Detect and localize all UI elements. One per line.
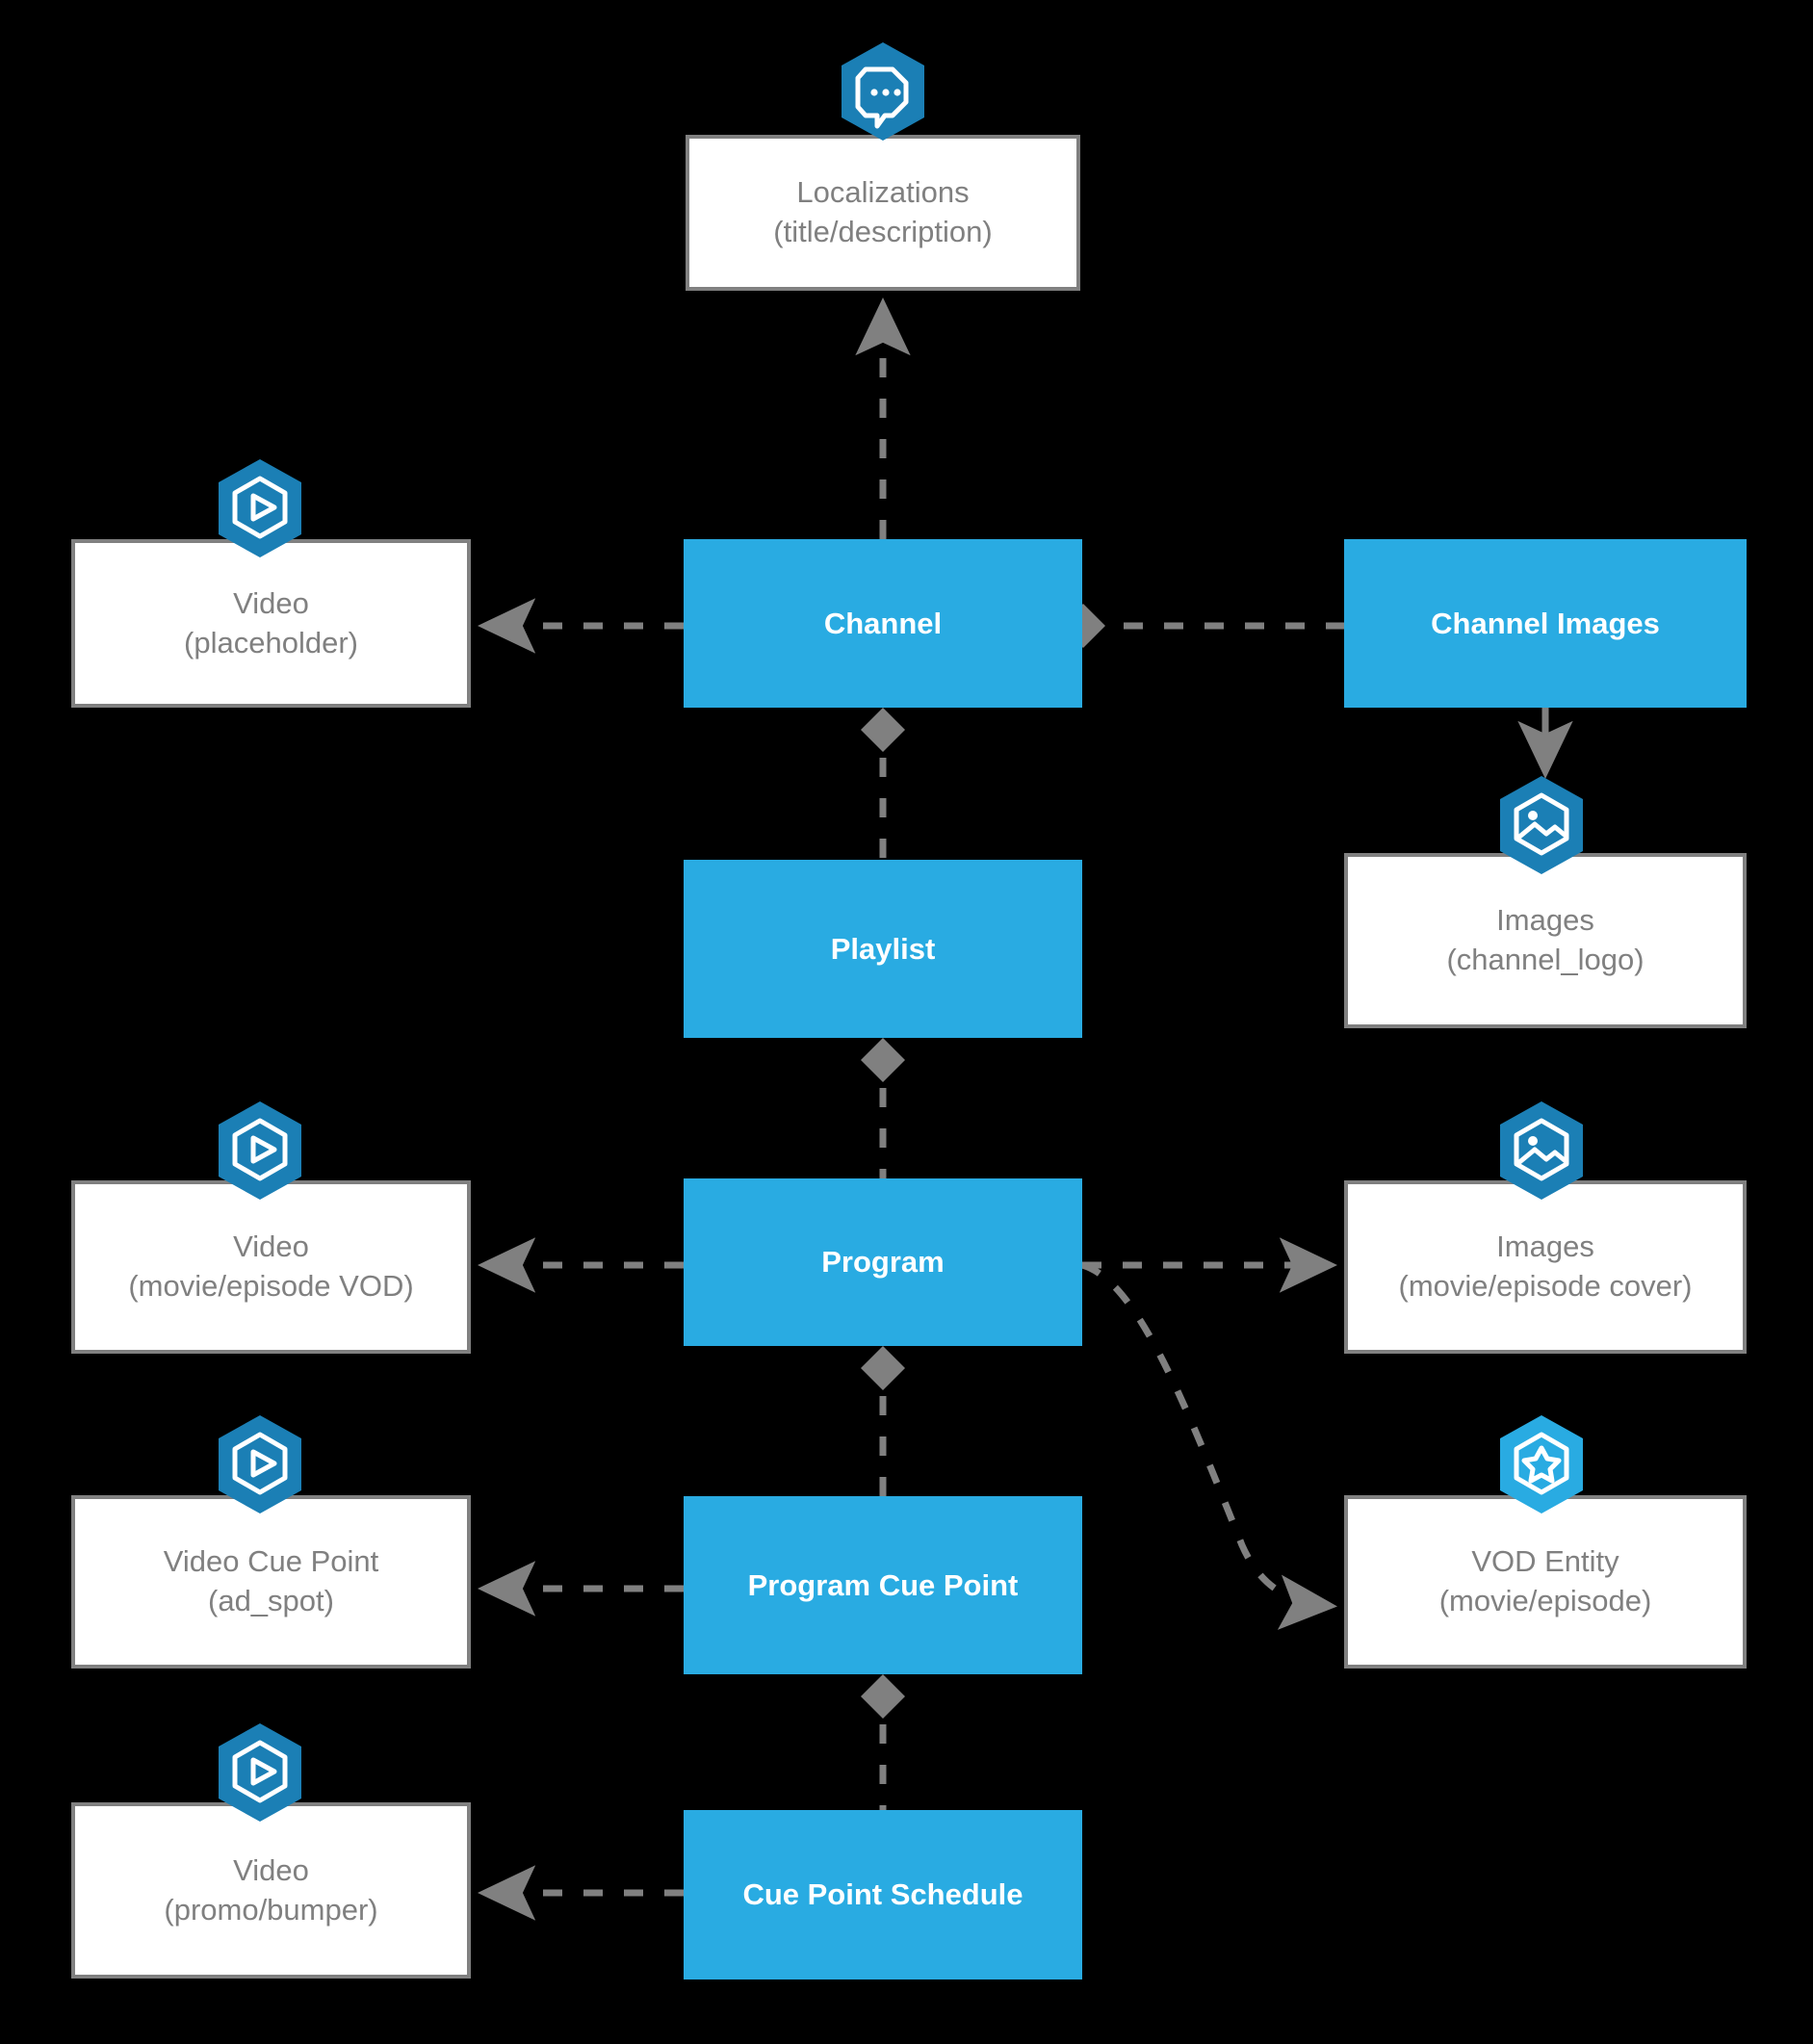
node-video-cue-point-ad-spot[interactable]: Video Cue Point (ad_spot) <box>71 1495 471 1669</box>
star-badge-icon <box>1495 1413 1588 1515</box>
node-label: Program <box>821 1245 945 1279</box>
node-vod-entity[interactable]: VOD Entity (movie/episode) <box>1344 1495 1747 1669</box>
node-label: Video Cue Point (ad_spot) <box>163 1544 379 1617</box>
node-label: Video (placeholder) <box>184 585 358 660</box>
node-label: Channel <box>823 606 943 640</box>
node-video-movie-episode-vod[interactable]: Video (movie/episode VOD) <box>71 1180 471 1354</box>
node-label: Video (promo/bumper) <box>164 1852 378 1927</box>
node-program-cue-point[interactable]: Program Cue Point <box>684 1496 1082 1674</box>
composition-diamond <box>861 1038 905 1082</box>
node-images-channel-logo[interactable]: Images (channel_logo) <box>1344 853 1747 1028</box>
edge-program-cue-point-to-schedule <box>861 1674 905 1810</box>
node-video-promo-bumper[interactable]: Video (promo/bumper) <box>71 1802 471 1979</box>
video-play-icon <box>214 1100 306 1202</box>
node-label: VOD Entity (movie/episode) <box>1438 1544 1652 1617</box>
node-cue-point-schedule[interactable]: Cue Point Schedule <box>684 1810 1082 1979</box>
node-label: Images (movie/episode cover) <box>1398 1229 1693 1303</box>
video-play-icon <box>214 457 306 559</box>
node-label: Channel Images <box>1431 606 1660 640</box>
edge-channel-to-playlist <box>861 708 905 860</box>
node-label: Localizations (title/description) <box>773 175 993 248</box>
node-localizations[interactable]: Localizations (title/description) <box>686 135 1080 291</box>
node-program[interactable]: Program <box>684 1178 1082 1346</box>
speech-bubble-icon <box>837 40 929 142</box>
node-playlist[interactable]: Playlist <box>684 860 1082 1038</box>
node-channel-images[interactable]: Channel Images <box>1344 539 1747 708</box>
composition-diamond <box>861 1674 905 1719</box>
image-photo-icon <box>1495 1100 1588 1202</box>
edge-playlist-to-program <box>861 1038 905 1178</box>
edge-channel-to-channel-images <box>1061 604 1344 648</box>
composition-diamond <box>861 1346 905 1390</box>
node-channel[interactable]: Channel <box>684 539 1082 708</box>
node-label: Playlist <box>830 931 936 966</box>
node-label: Video (movie/episode VOD) <box>128 1229 414 1303</box>
edge-program-to-program-cue-point <box>861 1346 905 1496</box>
image-photo-icon <box>1495 774 1588 876</box>
composition-diamond <box>861 708 905 752</box>
video-play-icon <box>214 1721 306 1824</box>
node-label: Cue Point Schedule <box>742 1877 1023 1911</box>
node-label: Images (channel_logo) <box>1446 903 1645 976</box>
node-images-movie-episode-cover[interactable]: Images (movie/episode cover) <box>1344 1180 1747 1354</box>
node-video-placeholder[interactable]: Video (placeholder) <box>71 539 471 708</box>
video-play-icon <box>214 1413 306 1515</box>
edge-program-to-vod-entity <box>1080 1261 1337 1630</box>
node-label: Program Cue Point <box>747 1567 1019 1602</box>
